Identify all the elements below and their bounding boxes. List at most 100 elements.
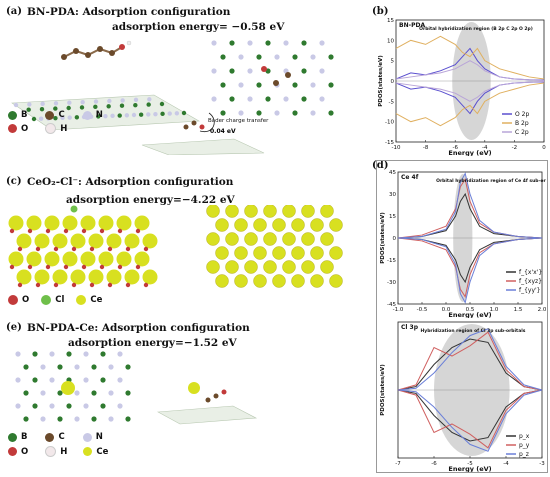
ce-atom <box>44 251 60 267</box>
o-atom <box>81 228 87 234</box>
atom <box>138 112 144 117</box>
ce-atom <box>329 274 343 288</box>
o-atom <box>63 264 69 270</box>
ce-atom <box>301 232 315 246</box>
atom <box>93 104 98 110</box>
atom <box>26 107 31 112</box>
y-tick-label: 15 <box>387 18 394 24</box>
y-tick-label: -45 <box>387 302 396 308</box>
x-tick-label: -0.5 <box>417 307 428 313</box>
series-line-down <box>397 237 543 304</box>
o-atom <box>107 246 113 252</box>
atom <box>117 377 123 383</box>
ce-atom <box>26 251 42 267</box>
ce-atom <box>142 269 158 285</box>
atom <box>67 100 72 105</box>
legend-e-ce: Ce <box>96 446 109 457</box>
y-tick-label: 0 <box>391 79 395 85</box>
ce-atom <box>106 233 122 249</box>
x-tick-label: -2 <box>512 145 517 151</box>
o-atom <box>63 228 69 234</box>
ce-atom <box>282 205 296 218</box>
atom <box>66 105 71 111</box>
ce-atom <box>116 251 132 267</box>
o-atom <box>99 264 105 270</box>
series-line-up <box>397 328 543 391</box>
o-atom <box>117 264 123 270</box>
o-atom <box>125 282 131 288</box>
atom <box>83 377 89 383</box>
atom <box>23 364 29 370</box>
series-line-up <box>397 192 543 239</box>
ce-atom <box>206 205 220 218</box>
legend-label: f_{yy'} <box>519 287 541 294</box>
atom <box>124 113 130 118</box>
atom <box>100 351 106 357</box>
x-tick-label: -5 <box>467 461 473 467</box>
ce-atom <box>272 218 286 232</box>
y-tick-label: -15 <box>385 140 394 146</box>
atom <box>67 115 72 120</box>
panel-b-tag: (b) <box>372 6 389 17</box>
ce-atom <box>291 218 305 232</box>
x-tick-label: 2.0 <box>538 307 546 313</box>
ce-atom <box>320 232 334 246</box>
legend-label: p_x <box>519 433 530 440</box>
atom <box>53 106 58 111</box>
ce-atom <box>62 251 78 267</box>
y-tick-label: -15 <box>387 258 396 264</box>
y-tick-label: 30 <box>389 192 396 198</box>
series-line-down <box>397 389 543 452</box>
ce-atom <box>215 246 229 260</box>
ce-atom <box>106 269 122 285</box>
atom <box>256 54 262 60</box>
ce-atom <box>124 269 140 285</box>
atom <box>229 68 235 74</box>
atom <box>310 82 316 88</box>
atom <box>91 364 97 370</box>
atom <box>174 111 180 116</box>
atom <box>32 377 38 383</box>
ce-atom <box>263 205 277 218</box>
atom <box>60 115 65 121</box>
x-tick-label: -6 <box>452 145 458 151</box>
o-atom <box>125 246 131 252</box>
atom <box>117 351 123 357</box>
ce-atom <box>142 233 158 249</box>
ce-atom <box>88 269 104 285</box>
atom <box>256 110 262 116</box>
atom <box>181 110 187 116</box>
atom <box>283 96 289 102</box>
o-atom <box>17 246 23 252</box>
atom <box>238 82 244 88</box>
legend-cl: Cl <box>55 295 65 305</box>
series-line-up <box>395 60 545 82</box>
atom <box>15 403 21 409</box>
ce-atom <box>272 246 286 260</box>
ce-atom <box>215 218 229 232</box>
ce-atom <box>253 218 267 232</box>
atom <box>40 390 46 396</box>
ce-atom <box>291 246 305 260</box>
ce-atom <box>225 260 239 274</box>
atom <box>265 96 271 102</box>
atom <box>274 110 280 116</box>
o-atom <box>89 282 95 288</box>
atom <box>133 97 139 103</box>
atom <box>15 351 21 357</box>
ce-atom <box>244 205 258 218</box>
atom <box>265 40 271 46</box>
ce-atom <box>116 215 132 231</box>
ce-atom <box>282 232 296 246</box>
x-tick-label: -8 <box>423 145 429 151</box>
legend-e-o: O <box>21 446 29 457</box>
series-line-up <box>397 331 543 391</box>
atom <box>328 110 334 116</box>
ce-atom <box>80 215 96 231</box>
ce-atom <box>320 260 334 274</box>
atom <box>261 66 267 72</box>
atom <box>146 102 151 107</box>
legend-e-c: C <box>58 432 65 442</box>
atom <box>125 416 131 422</box>
